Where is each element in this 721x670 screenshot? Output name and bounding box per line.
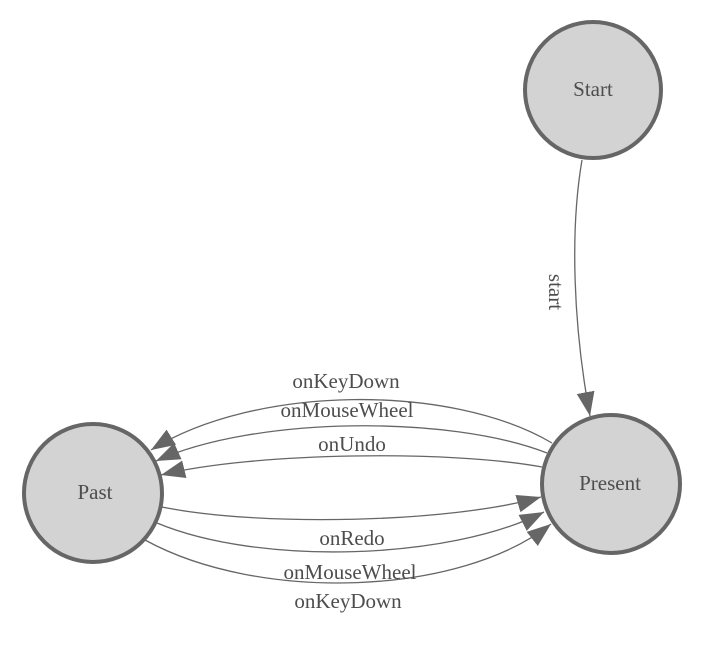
node-present[interactable]: [540, 413, 682, 555]
edge-past-to-present-onredo: [161, 494, 542, 521]
edge-past-to-present-onmousewheel: [156, 511, 545, 553]
node-past[interactable]: [22, 422, 164, 564]
edge-label-onmousewheel-upper: onMouseWheel: [281, 398, 414, 422]
edge-past-to-present-onkeydown: [144, 523, 552, 584]
node-past-label: Past: [77, 480, 112, 504]
node-start[interactable]: [523, 20, 663, 160]
node-start-label: Start: [573, 77, 613, 101]
node-past-group: Past: [22, 422, 164, 564]
node-present-label: Present: [579, 471, 641, 495]
edge-label-start: start: [544, 274, 568, 310]
node-present-group: Present: [540, 413, 682, 555]
edge-present-to-past-onkeydown: [150, 398, 553, 451]
edge-start-to-present: [574, 159, 595, 417]
edge-label-onundo: onUndo: [318, 432, 386, 456]
edge-label-onmousewheel-lower: onMouseWheel: [284, 560, 417, 584]
edge-label-onredo: onRedo: [319, 526, 384, 550]
edge-label-onkeydown-lower: onKeyDown: [294, 589, 402, 613]
edge-label-onkeydown-upper: onKeyDown: [292, 369, 400, 393]
node-start-group: Start: [523, 20, 663, 160]
edge-present-to-past-onmousewheel: [155, 425, 548, 462]
edge-present-to-past-onundo: [160, 455, 543, 479]
